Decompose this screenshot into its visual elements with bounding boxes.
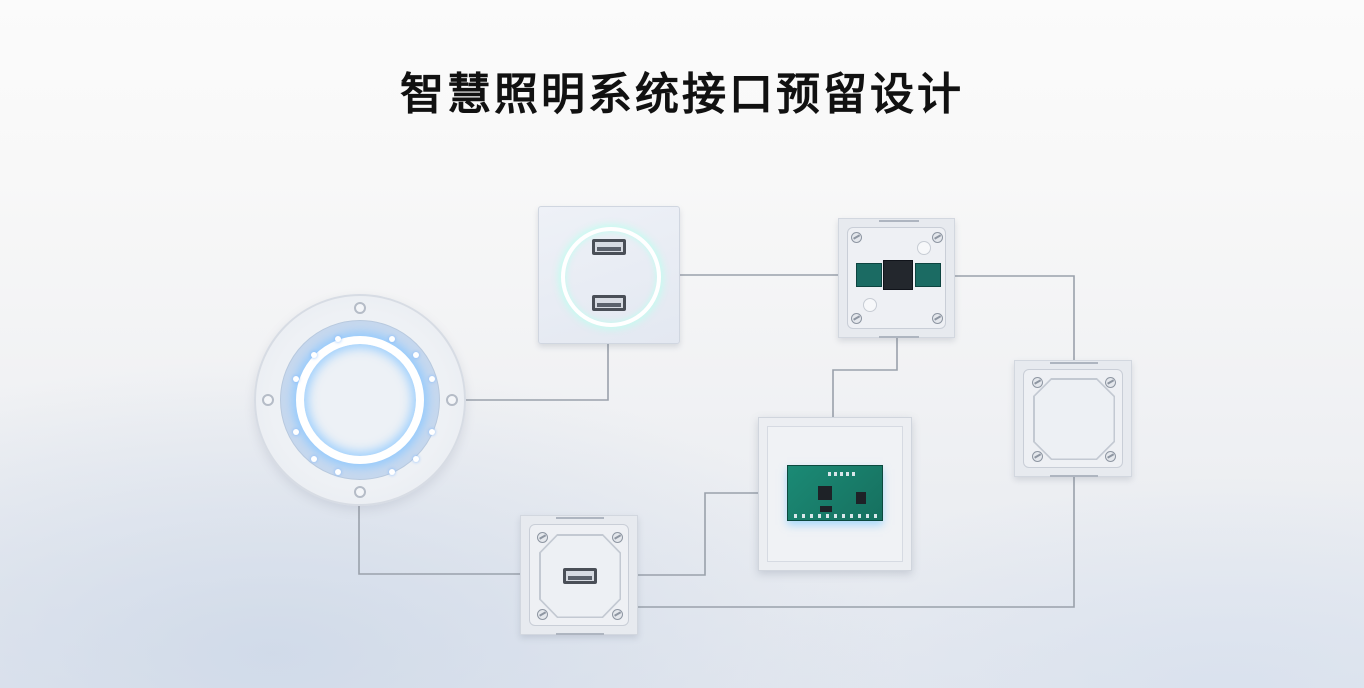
screw-icon <box>612 532 623 543</box>
screw-icon <box>1032 451 1043 462</box>
module-tab <box>1050 475 1098 477</box>
led-dot-icon <box>389 336 395 342</box>
mount-hole-icon <box>446 394 458 406</box>
pcb-panel <box>758 417 912 571</box>
mount-hole-icon <box>262 394 274 406</box>
pcb-strip-left <box>856 263 882 287</box>
module-tab <box>556 517 604 519</box>
usb-port-icon <box>592 239 626 255</box>
circuit-board-icon <box>787 465 883 521</box>
glow-ring-icon <box>296 336 424 464</box>
chip-icon <box>820 506 832 512</box>
usb-port-icon <box>563 568 597 584</box>
wire-usb-single-to-pcb <box>638 492 758 576</box>
usb-double-panel <box>538 206 680 344</box>
sensor-hole-icon <box>863 298 877 312</box>
wire-ring-to-usb-panel <box>464 344 609 401</box>
chip-icon <box>856 492 866 504</box>
screw-icon <box>537 532 548 543</box>
module-tab <box>879 220 919 222</box>
mount-hole-icon <box>354 302 366 314</box>
screw-icon <box>851 313 862 324</box>
blank-module <box>1014 360 1132 477</box>
chip-icon <box>883 260 913 290</box>
screw-icon <box>537 609 548 620</box>
led-dot-icon <box>429 376 435 382</box>
led-dot-icon <box>311 456 317 462</box>
blank-plate-icon <box>1033 378 1115 460</box>
ring-light-module <box>254 294 466 506</box>
led-dot-icon <box>389 469 395 475</box>
led-dot-icon <box>335 336 341 342</box>
module-tab <box>556 633 604 635</box>
glow-ring-icon <box>561 227 661 327</box>
page-title: 智慧照明系统接口预留设计 <box>400 69 964 120</box>
sensor-hole-icon <box>917 241 931 255</box>
module-tab <box>1050 362 1098 364</box>
wire-chip-to-blank <box>955 275 1075 360</box>
screw-icon <box>1105 377 1116 388</box>
usb-port-icon <box>592 295 626 311</box>
usb-single-module <box>520 515 638 635</box>
screw-icon <box>932 313 943 324</box>
led-dot-icon <box>429 429 435 435</box>
screw-icon <box>851 232 862 243</box>
mount-hole-icon <box>354 486 366 498</box>
module-tab <box>879 336 919 338</box>
led-dot-icon <box>293 376 299 382</box>
led-dot-icon <box>413 456 419 462</box>
screw-icon <box>612 609 623 620</box>
screw-icon <box>1105 451 1116 462</box>
chip-icon <box>818 486 832 500</box>
led-dot-icon <box>311 352 317 358</box>
chip-module <box>838 218 955 338</box>
wire-ring-to-usb-single <box>358 506 520 575</box>
led-dot-icon <box>413 352 419 358</box>
wire-blank-to-usb-single <box>638 477 1075 608</box>
screw-icon <box>932 232 943 243</box>
pcb-strip-right <box>915 263 941 287</box>
wire-chip-to-pcb <box>832 338 898 417</box>
blank-plate-icon <box>539 534 621 618</box>
led-dot-icon <box>293 429 299 435</box>
led-dot-icon <box>335 469 341 475</box>
screw-icon <box>1032 377 1043 388</box>
